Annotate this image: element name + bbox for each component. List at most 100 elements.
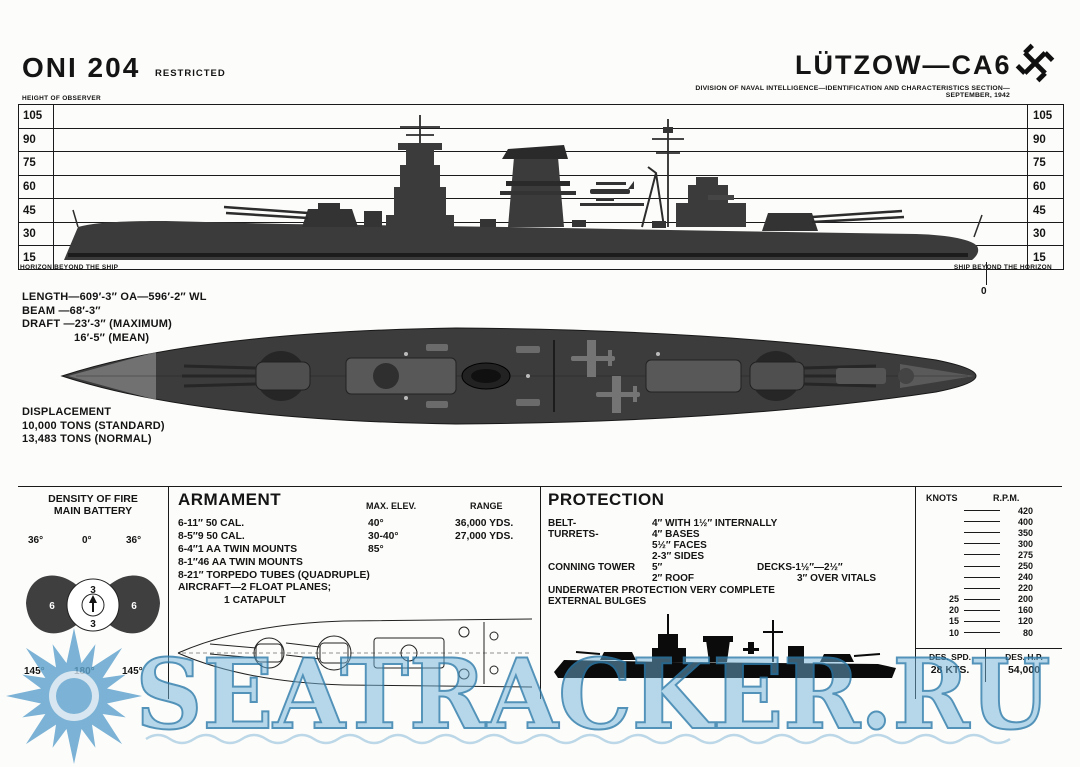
armament-row: 6-4″1 AA TWIN MOUNTS 85° bbox=[178, 544, 538, 557]
tick-line bbox=[964, 532, 1000, 534]
belt-label: BELT- bbox=[548, 518, 577, 529]
tick-line bbox=[964, 587, 1000, 589]
rpm-tick-row: 400 bbox=[915, 516, 1047, 527]
knots-header: KNOTS bbox=[926, 493, 958, 503]
tick-line bbox=[964, 565, 1000, 567]
des-spd-value: 28 KTS. bbox=[930, 664, 970, 676]
conning-tower-value: 5″ bbox=[652, 562, 663, 573]
armament-row: 8-21″ TORPEDO TUBES (QUADRUPLE) bbox=[178, 570, 538, 583]
rpm-tick-row: 275 bbox=[915, 549, 1047, 560]
armament-row: 8-5″9 50 CAL. 30-40° 27,000 YDS. bbox=[178, 531, 538, 544]
bearing-angle-label: 145° bbox=[24, 666, 45, 677]
range-scale-right: 105 bbox=[1027, 105, 1063, 128]
tick-line bbox=[964, 632, 1000, 634]
rpm-tick-row: 25 200 bbox=[915, 594, 1047, 605]
displacement-standard: 10,000 TONS (STANDARD) bbox=[22, 419, 165, 432]
rpm-value: 120 bbox=[1017, 616, 1033, 627]
length-value: LENGTH—609′-3″ OA—596′-2″ WL bbox=[22, 291, 207, 303]
gun-battery: 8-1″46 AA TWIN MOUNTS bbox=[178, 556, 303, 568]
decks-vitals-value: 3″ OVER VITALS bbox=[797, 573, 877, 584]
armament-row: 8-1″46 AA TWIN MOUNTS bbox=[178, 557, 538, 570]
gun-range bbox=[455, 557, 538, 570]
density-title-line1: DENSITY OF FIRE bbox=[48, 493, 138, 505]
ship-title: LÜTZOW—CA6 bbox=[795, 50, 1012, 80]
catapult-line: 1 CATAPULT bbox=[224, 595, 286, 607]
watermark-wave bbox=[145, 733, 1011, 745]
displacement-normal: 13,483 TONS (NORMAL) bbox=[22, 433, 152, 445]
deck-arrangement-line-drawing bbox=[177, 618, 533, 688]
density-title-line2: MAIN BATTERY bbox=[53, 505, 133, 517]
range-gridline-band: 105 105 bbox=[19, 105, 1063, 129]
rpm-tick-row: 420 bbox=[915, 505, 1047, 516]
tick-line bbox=[964, 620, 1000, 622]
rpm-value: 400 bbox=[1017, 516, 1033, 527]
turrets-label: TURRETS- bbox=[548, 529, 599, 540]
range-scale-right: 60 bbox=[1027, 175, 1063, 199]
density-value-left: 6 bbox=[49, 601, 55, 612]
tick-line bbox=[964, 543, 1000, 545]
displacement-title: DISPLACEMENT bbox=[22, 406, 112, 418]
range-scale-left: 105 bbox=[19, 105, 54, 128]
density-of-fire-diagram: 3 3 6 6 bbox=[26, 575, 160, 634]
knots-value: 20 bbox=[948, 605, 959, 616]
tick-line bbox=[964, 521, 1000, 523]
range-header: RANGE bbox=[470, 501, 503, 511]
armament-row: AIRCRAFT—2 FLOAT PLANES; bbox=[178, 582, 538, 595]
knots-value: 25 bbox=[948, 594, 959, 605]
range-scale-left: 45 bbox=[19, 199, 54, 222]
rpm-scale: 420 400 350 300 275 250 bbox=[915, 505, 1047, 638]
gun-battery: 6-4″1 AA TWIN MOUNTS bbox=[178, 543, 298, 555]
gun-battery: 8-21″ TORPEDO TUBES (QUADRUPLE) bbox=[178, 569, 370, 581]
panel-divider bbox=[168, 487, 169, 699]
rpm-tick-row: 300 bbox=[915, 538, 1047, 549]
armament-row: 6-11″ 50 CAL. 40° 36,000 YDS. bbox=[178, 518, 538, 531]
des-spd-header: DES. SPD. bbox=[928, 652, 972, 662]
rpm-header: R.P.M. bbox=[993, 493, 1020, 503]
rpm-tick-row: 220 bbox=[915, 583, 1047, 594]
range-scale-left: 30 bbox=[19, 222, 54, 246]
range-scale-left: 75 bbox=[19, 152, 54, 175]
tick-line bbox=[964, 510, 1000, 512]
turret-faces: 5½″ FACES bbox=[652, 540, 707, 551]
tick-line bbox=[964, 554, 1000, 556]
draft-max-value: DRAFT —23′-3″ (MAXIMUM) bbox=[22, 318, 173, 330]
max-elevation bbox=[368, 570, 455, 583]
bearing-angle-label: 0° bbox=[82, 535, 92, 546]
turret-sides: 2-3″ SIDES bbox=[652, 551, 705, 562]
turret-bases: 4″ BASES bbox=[652, 529, 700, 540]
zero-tick bbox=[986, 262, 987, 285]
rpm-tick-row: 250 bbox=[915, 560, 1047, 571]
horizon-caption-right: SHIP BEYOND THE HORIZON bbox=[953, 264, 1052, 271]
rpm-value: 80 bbox=[1022, 627, 1033, 638]
rpm-value: 200 bbox=[1017, 594, 1033, 605]
max-elevation: 30-40° bbox=[368, 530, 399, 542]
rpm-tick-row: 20 160 bbox=[915, 605, 1047, 616]
rpm-value: 300 bbox=[1017, 538, 1033, 549]
height-of-observer-label: HEIGHT OF OBSERVER bbox=[22, 95, 101, 102]
bearing-angle-label: 145° bbox=[122, 666, 143, 677]
tick-line bbox=[964, 598, 1000, 600]
armament-row: 1 CATAPULT bbox=[178, 595, 538, 608]
doc-subtitle: DIVISION OF NAVAL INTELLIGENCE—IDENTIFIC… bbox=[695, 85, 1010, 99]
bearing-angle-label: 36° bbox=[126, 535, 142, 546]
belt-value: 4″ WITH 1½″ INTERNALLY bbox=[652, 518, 778, 529]
north-arrow-icon bbox=[89, 595, 97, 603]
armament-title: ARMAMENT bbox=[178, 490, 282, 509]
conning-roof-value: 2″ ROOF bbox=[652, 573, 695, 584]
range-scale-left: 15 bbox=[19, 246, 54, 269]
armament-table: 6-11″ 50 CAL. 40° 36,000 YDS. 8-5″9 50 C… bbox=[178, 518, 538, 608]
decks-value: DECKS-1½″—2½″ bbox=[757, 562, 843, 573]
bearing-angle-label: 36° bbox=[28, 535, 44, 546]
des-hp-value: 54,000 bbox=[985, 662, 1062, 682]
knots-value: 15 bbox=[948, 616, 959, 627]
tick-line bbox=[964, 609, 1000, 611]
panel-divider bbox=[540, 487, 541, 699]
des-hp-header: DES. H.P. bbox=[985, 649, 1062, 662]
zero-label: 0 bbox=[981, 286, 987, 297]
range-scale-left: 60 bbox=[19, 175, 54, 199]
density-of-fire-title: DENSITY OF FIRE MAIN BATTERY bbox=[18, 493, 168, 517]
ship-plan-view-drawing bbox=[60, 327, 977, 425]
underwater-protection: UNDERWATER PROTECTION VERY COMPLETE bbox=[548, 585, 775, 596]
rpm-value: 420 bbox=[1017, 505, 1033, 516]
density-value-bottom: 3 bbox=[90, 619, 96, 630]
